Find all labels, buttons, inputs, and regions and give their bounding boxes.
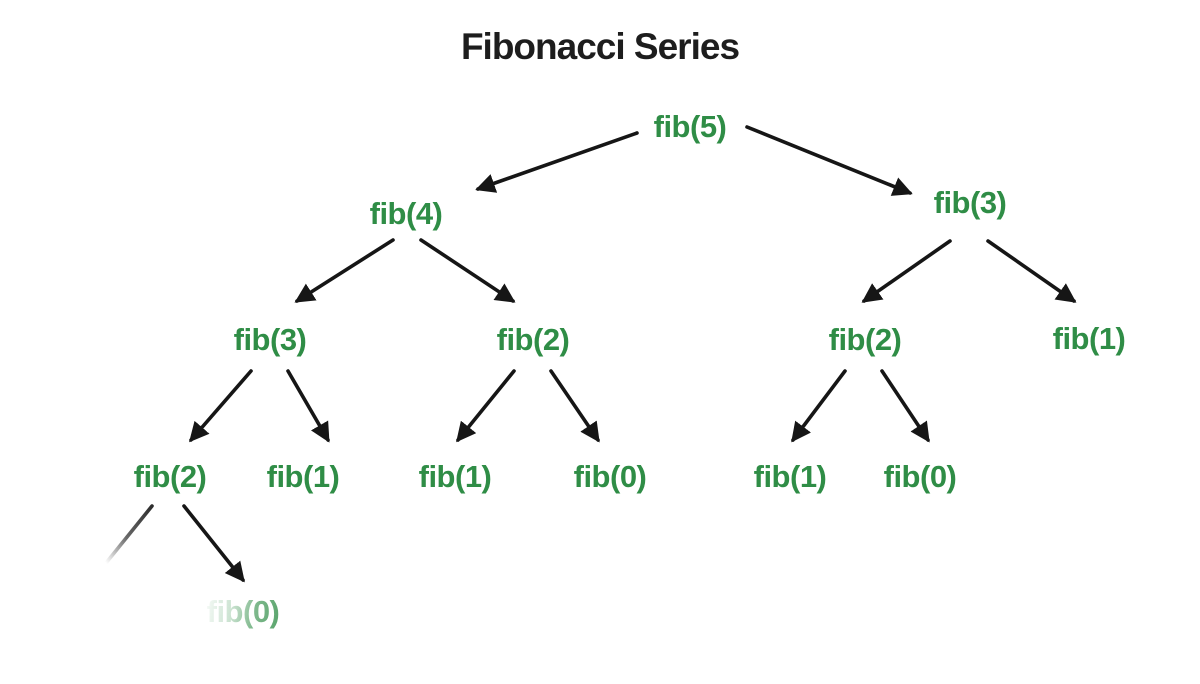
edge-arrow <box>549 369 600 443</box>
tree-node-n0c-faded: fib(0) <box>206 594 280 630</box>
tree-node-n1c: fib(1) <box>753 459 827 495</box>
edges-group <box>104 125 1077 583</box>
tree-node-n3l: fib(3) <box>233 322 307 358</box>
edge-arrow <box>294 238 395 303</box>
edge-arrow <box>986 239 1077 303</box>
tree-node-n1b: fib(1) <box>418 459 492 495</box>
edge-arrow <box>286 369 330 443</box>
edge-line-faded <box>104 504 154 565</box>
edge-arrow <box>419 238 516 303</box>
tree-node-n0a: fib(0) <box>573 459 647 495</box>
tree-node-n1a: fib(1) <box>266 459 340 495</box>
tree-node-n1rr: fib(1) <box>1052 321 1126 357</box>
edge-arrow <box>182 504 245 583</box>
edge-arrow <box>861 239 952 303</box>
tree-node-n0b: fib(0) <box>883 459 957 495</box>
tree-node-n5: fib(5) <box>653 109 727 145</box>
edge-arrow <box>880 369 930 443</box>
edge-arrow <box>456 369 516 443</box>
tree-node-n2b: fib(2) <box>133 459 207 495</box>
tree-node-n4: fib(4) <box>369 196 443 232</box>
diagram-title: Fibonacci Series <box>460 26 740 67</box>
edge-arrow <box>791 369 847 443</box>
edge-arrow <box>745 125 913 196</box>
tree-node-n2m: fib(2) <box>496 322 570 358</box>
tree-node-n2r: fib(2) <box>828 322 902 358</box>
tree-node-n3r: fib(3) <box>933 185 1007 221</box>
edge-arrow <box>189 369 253 443</box>
edge-arrow <box>475 131 639 193</box>
